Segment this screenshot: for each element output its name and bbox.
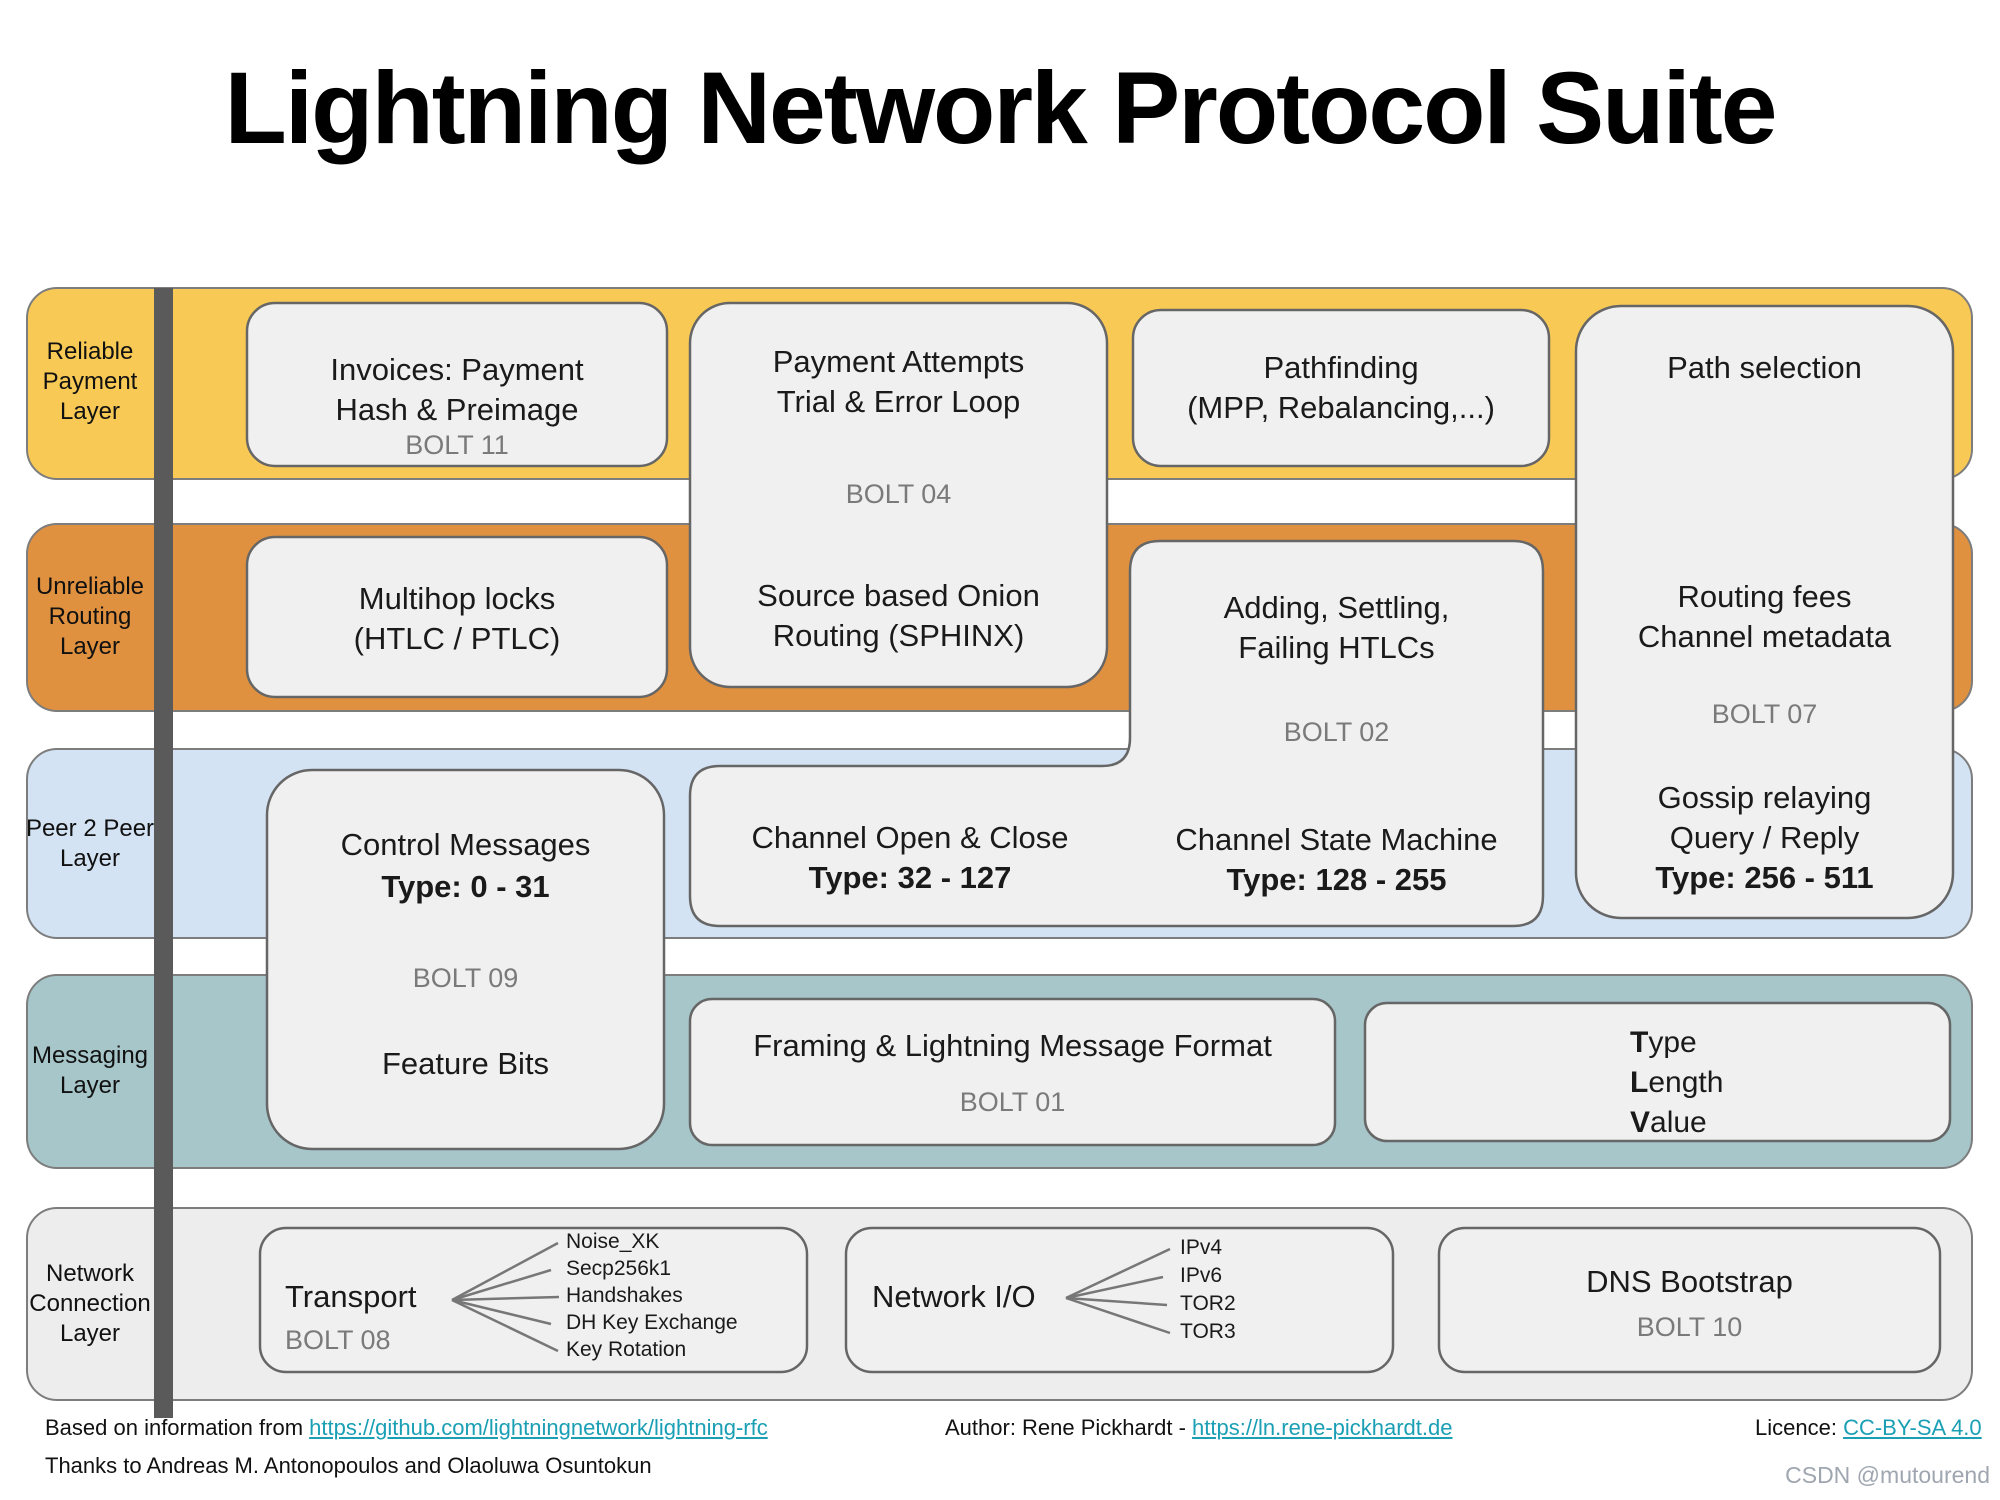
footer-based-on: Based on information from https://github… — [45, 1414, 768, 1442]
box-htlcs-and-channel-open-shape — [688, 539, 1545, 928]
framing-title: Framing & Lightning Message Format — [753, 1028, 1272, 1063]
transport-item-dh-key-exchange: DH Key Exchange — [566, 1311, 738, 1334]
framing-bolt: BOLT 01 — [959, 1087, 1066, 1117]
footer-thanks: Thanks to Andreas M. Antonopoulos and Ol… — [45, 1453, 652, 1478]
tlv-line-type: Type — [1630, 1026, 1697, 1059]
payment-attempts-title: Payment Attempts Trial & Error Loop — [772, 344, 1025, 419]
network-io-title: Network I/O — [872, 1279, 1036, 1314]
box-dns-shape — [1437, 1226, 1942, 1374]
invoices-title: Invoices: Payment Hash & Preimage — [330, 352, 584, 427]
footer-author-link[interactable]: https://ln.rene-pickhardt.de — [1192, 1415, 1453, 1440]
footer-licence-link[interactable]: CC-BY-SA 4.0 — [1843, 1415, 1982, 1440]
page-title: Lightning Network Protocol Suite — [224, 51, 1778, 165]
box-network-io-shape — [844, 1226, 1395, 1374]
network-io-fan-lines — [1065, 1247, 1171, 1335]
onion-routing-label: Source based Onion Routing (SPHINX) — [757, 578, 1040, 653]
box-tlv-shape — [1363, 1001, 1952, 1143]
feature-bits-label: Feature Bits — [381, 1046, 550, 1081]
control-messages-type: Type: 0 - 31 — [381, 869, 550, 904]
transport-item-noise-xk: Noise_XK — [566, 1230, 660, 1253]
multihop-title: Multihop locks (HTLC / PTLC) — [353, 581, 561, 656]
box-framing-shape — [688, 997, 1337, 1147]
control-messages-title: Control Messages — [340, 827, 591, 862]
transport-fan-lines — [451, 1241, 560, 1353]
footer-author-prefix: Author: Rene Pickhardt - — [945, 1415, 1193, 1440]
box-multihop-shape — [245, 535, 669, 699]
network-io-item-tor2: TOR2 — [1180, 1292, 1236, 1315]
layer-label-peer2peer: Peer 2 Peer Layer — [25, 815, 155, 872]
gossip-type-range: Type: 256 - 511 — [1655, 860, 1874, 895]
channel-open-type: Type: 32 - 127 — [808, 860, 1012, 895]
footer-licence-prefix: Licence: — [1755, 1415, 1844, 1440]
htlcs-bolt: BOLT 02 — [1283, 717, 1390, 747]
transport-item-key-rotation: Key Rotation — [566, 1338, 687, 1361]
layer-label-messaging: Messaging Layer — [31, 1042, 149, 1099]
dns-title: DNS Bootstrap — [1586, 1264, 1793, 1299]
box-transport-shape — [258, 1226, 809, 1374]
channel-open-title: Channel Open & Close — [751, 820, 1069, 855]
footer-github-link[interactable]: https://github.com/lightningnetwork/ligh… — [309, 1415, 768, 1440]
footer-author: Author: Rene Pickhardt - https://ln.rene… — [945, 1414, 1453, 1442]
channel-state-machine-label: Channel State Machine — [1175, 822, 1498, 857]
pathfinding-title: Pathfinding (MPP, Rebalancing,...) — [1187, 350, 1495, 425]
box-control-messages-shape — [265, 768, 666, 1151]
box-invoices-shape — [245, 301, 669, 468]
htlcs-title: Adding, Settling, Failing HTLCs — [1223, 590, 1450, 665]
layer-label-reliable-payment: Reliable Payment Layer — [42, 338, 138, 425]
tlv-line-length: Length — [1630, 1066, 1724, 1099]
footer-licence: Licence: CC-BY-SA 4.0 — [1755, 1414, 1982, 1442]
path-selection-title: Path selection — [1667, 350, 1862, 385]
tlv-line-value: Value — [1630, 1106, 1707, 1139]
layer-label-network-connection: Network Connection Layer — [29, 1260, 151, 1347]
box-pathfinding-shape — [1131, 308, 1551, 468]
tlv-lines: Type Length Value — [1630, 1023, 1723, 1143]
transport-bolt: BOLT 08 — [285, 1325, 391, 1355]
transport-item-handshakes: Handshakes — [566, 1284, 683, 1307]
invoices-bolt: BOLT 11 — [405, 430, 509, 460]
layer-label-unreliable-routing: Unreliable Routing Layer — [35, 573, 145, 660]
network-io-item-ipv4: IPv4 — [1180, 1236, 1223, 1259]
box-path-selection-shape — [1574, 304, 1955, 920]
dns-bolt: BOLT 10 — [1636, 1312, 1743, 1342]
path-selection-bolt: BOLT 07 — [1711, 699, 1818, 729]
vertical-divider-bar — [154, 288, 173, 1418]
transport-title: Transport — [285, 1279, 417, 1314]
routing-fees-label: Routing fees Channel metadata — [1637, 579, 1892, 654]
gossip-relaying-label: Gossip relaying Query / Reply — [1657, 780, 1872, 855]
control-messages-bolt: BOLT 09 — [412, 963, 519, 993]
transport-item-secp256k1: Secp256k1 — [566, 1257, 672, 1280]
network-io-item-ipv6: IPv6 — [1180, 1264, 1223, 1287]
payment-attempts-bolt: BOLT 04 — [845, 479, 952, 509]
csdn-watermark: CSDN @mutourend — [1785, 1462, 1990, 1488]
network-io-item-tor3: TOR3 — [1180, 1320, 1236, 1343]
channel-state-machine-type: Type: 128 - 255 — [1226, 862, 1447, 897]
box-payment-attempts-shape — [688, 301, 1109, 689]
footer-based-prefix: Based on information from — [45, 1415, 310, 1440]
